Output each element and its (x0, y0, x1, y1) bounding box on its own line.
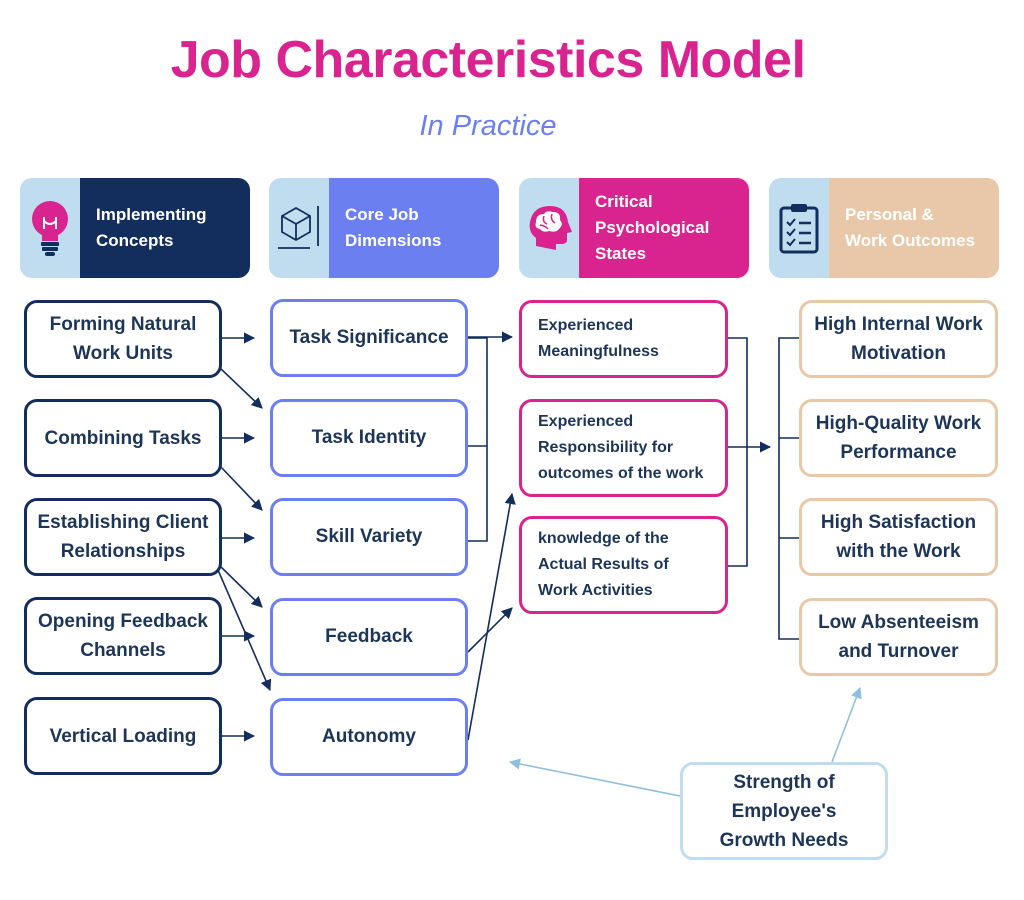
arrow-feedback-to-knowledge (467, 607, 513, 653)
outcome-label: High-Quality Work Performance (815, 413, 982, 463)
concept-vertical-loading: Vertical Loading (24, 697, 222, 775)
state-knowledge-of-results: knowledge of the Actual Results of Work … (519, 516, 728, 614)
concept-label: Combining Tasks (44, 427, 202, 449)
dimension-label: Feedback (325, 626, 413, 647)
cube-icon (269, 178, 329, 278)
page-subtitle: In Practice (419, 110, 557, 142)
outcome-low-absenteeism-turnover: Low Absenteeism and Turnover (799, 598, 998, 676)
header-label: Critical Psychological States (579, 178, 749, 278)
dimension-label: Task Significance (289, 327, 449, 348)
bracket-outcomes (778, 337, 799, 640)
lightbulb-icon (20, 178, 80, 278)
header-label: Implementing Concepts (80, 178, 250, 278)
bracket-dimensions-to-meaningfulness (468, 337, 488, 542)
dimension-skill-variety: Skill Variety (270, 498, 468, 576)
dimension-label: Task Identity (311, 427, 427, 448)
concept-combining-tasks: Combining Tasks (24, 399, 222, 477)
header-label: Core Job Dimensions (329, 178, 499, 278)
outcome-high-quality-work-performance: High-Quality Work Performance (799, 399, 998, 477)
concept-establishing-client-relationships: Establishing Client Relationships (24, 498, 222, 576)
dimension-task-significance: Task Significance (270, 299, 468, 377)
header-personal-work-outcomes: Personal & Work Outcomes (769, 178, 999, 278)
state-to-outcome-arrows (728, 337, 799, 640)
moderator-growth-needs: Strength of Employee's Growth Needs (680, 762, 888, 860)
outcome-label: High Internal Work Motivation (814, 314, 983, 364)
header-implementing-concepts: Implementing Concepts (20, 178, 250, 278)
brain-head-icon (519, 178, 579, 278)
arrow-moderator-to-outcomes (831, 686, 862, 763)
arrow-client-to-autonomy (217, 569, 272, 692)
header-critical-psychological-states: Critical Psychological States (519, 178, 749, 278)
dimension-to-state-arrows (467, 331, 516, 741)
arrow-combining-to-skill (219, 465, 263, 511)
bracket-states (728, 337, 748, 567)
dimension-task-identity: Task Identity (270, 399, 468, 477)
concept-forming-natural-work-units: Forming Natural Work Units (24, 300, 222, 378)
state-label: Experienced Meaningfulness (538, 317, 659, 360)
outcome-high-internal-work-motivation: High Internal Work Motivation (799, 300, 998, 378)
header-label: Personal & Work Outcomes (829, 178, 999, 278)
concept-label: Establishing Client Relationships (37, 512, 209, 562)
outcome-high-satisfaction: High Satisfaction with the Work (799, 498, 998, 576)
arrow-moderator-to-dimensions (508, 758, 681, 797)
outcome-label: Low Absenteeism and Turnover (818, 612, 979, 662)
page-title: Job Characteristics Model (170, 31, 806, 89)
clipboard-checklist-icon (769, 178, 829, 278)
arrow-client-to-feedback (219, 565, 263, 608)
state-experienced-responsibility: Experienced Responsibility for outcomes … (519, 399, 728, 497)
moderator-arrows (508, 686, 862, 797)
dimension-feedback: Feedback (270, 598, 468, 676)
concept-opening-feedback-channels: Opening Feedback Channels (24, 597, 222, 675)
header-core-job-dimensions: Core Job Dimensions (269, 178, 499, 278)
state-label: Experienced Responsibility for outcomes … (538, 413, 704, 482)
moderator-label: Strength of Employee's Growth Needs (719, 771, 849, 851)
state-label: knowledge of the Actual Results of Work … (538, 530, 669, 599)
concept-to-dimension-arrows (217, 332, 272, 742)
arrow-natural-units-to-identity (219, 367, 263, 409)
concept-label: Vertical Loading (49, 725, 197, 747)
dimension-label: Skill Variety (315, 526, 423, 547)
concept-label: Forming Natural Work Units (49, 314, 197, 364)
dimension-label: Autonomy (322, 726, 416, 747)
concept-label: Opening Feedback Channels (38, 611, 208, 661)
dimension-autonomy: Autonomy (270, 698, 468, 776)
state-experienced-meaningfulness: Experienced Meaningfulness (519, 300, 728, 378)
outcome-label: High Satisfaction with the Work (820, 512, 977, 562)
arrow-autonomy-to-responsibility (467, 492, 516, 741)
